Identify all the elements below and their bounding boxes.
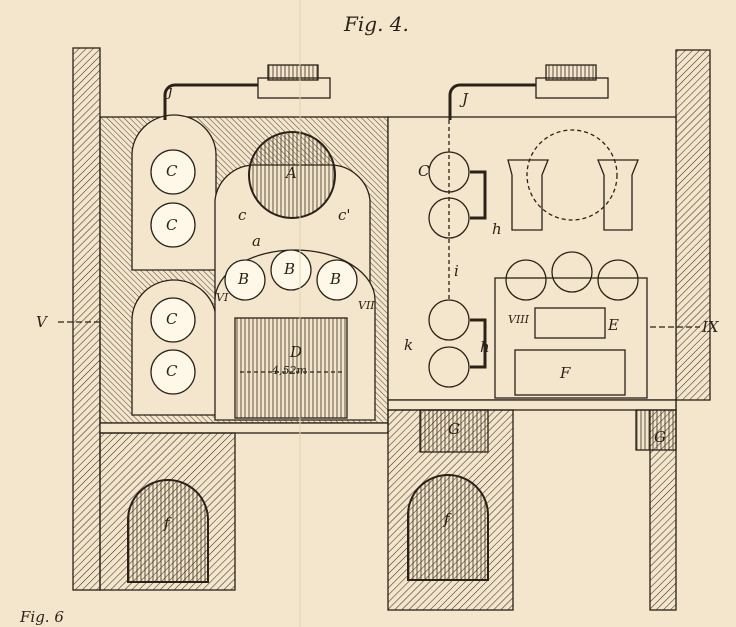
label-b3: B [330, 270, 342, 288]
label-J: J [462, 90, 469, 108]
label-VI: VI [216, 291, 229, 304]
figure-title: Fig. 4. [344, 12, 409, 36]
label-c3: C [166, 310, 178, 328]
label-f2: f [444, 510, 450, 528]
label-c-prime: c' [338, 206, 351, 224]
label-f1: f [164, 514, 170, 532]
label-h2: h [480, 338, 490, 356]
label-V: V [36, 313, 47, 331]
label-k: k [404, 336, 414, 354]
label-D: D [290, 343, 303, 361]
label-C-right: C [418, 162, 430, 180]
label-h1: h [492, 220, 502, 238]
dimension-label: 4,52m [272, 364, 307, 377]
label-b1: B [238, 270, 250, 288]
label-F: F [560, 364, 571, 382]
label-G2: G [654, 428, 666, 446]
label-IX: IX [702, 318, 719, 336]
left-wall [72, 47, 101, 591]
label-A: A [286, 164, 297, 182]
label-VII-left: VII [358, 299, 375, 312]
label-a: a [252, 232, 261, 250]
label-i: i [454, 262, 459, 280]
label-c2: C [166, 216, 178, 234]
label-c1: C [166, 162, 178, 180]
label-G1: G [448, 420, 460, 438]
label-b2: B [284, 260, 296, 278]
label-j: j [168, 82, 173, 100]
label-c: c [238, 206, 247, 224]
right-wall [675, 49, 711, 401]
label-VIII: VIII [508, 313, 529, 326]
label-E: E [608, 316, 619, 334]
label-c4: C [166, 362, 178, 380]
furnace-d [234, 317, 348, 419]
right-boiler-area [387, 116, 677, 401]
next-figure-title: Fig. 6 [20, 608, 64, 626]
